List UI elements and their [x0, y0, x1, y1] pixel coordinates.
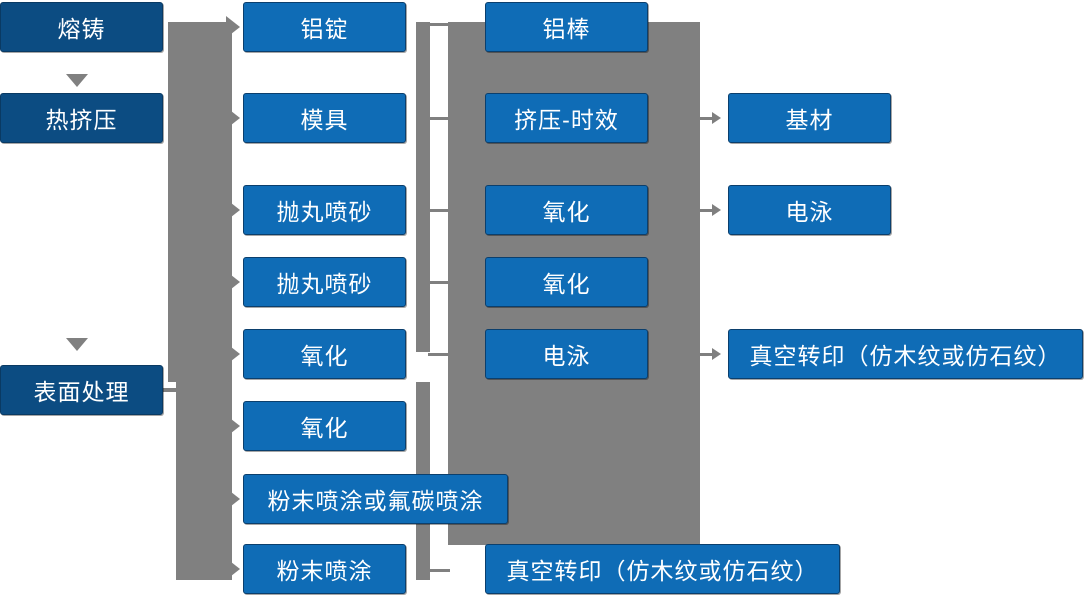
input-box-mold[interactable]: 模具	[243, 93, 406, 143]
output-box-vacuum-transfer-print[interactable]: 真空转印（仿木纹或仿石纹）	[728, 329, 1083, 379]
input-box-powder-or-fluorocarbon-coating[interactable]: 粉末喷涂或氟碳喷涂	[243, 474, 508, 524]
arrow-to-base-material	[700, 112, 721, 124]
connector-arrow-to-shot-blast-2	[226, 271, 240, 293]
arrow-head-icon	[712, 112, 721, 124]
process-box-electrophoresis[interactable]: 电泳	[485, 329, 648, 379]
arrow-to-electrophoresis	[700, 204, 721, 216]
connector-stub-surface-treatment	[160, 388, 180, 392]
connector-arrow-to-oxidation-1	[226, 343, 240, 365]
input-box-aluminum-ingot[interactable]: 铝锭	[243, 2, 406, 52]
input-box-oxidation-2[interactable]: 氧化	[243, 401, 406, 451]
arrow-shaft	[700, 208, 712, 212]
connector-arrow-to-oxidation-2	[226, 415, 240, 437]
connector-arrow-to-mold	[226, 107, 240, 129]
connector-tick-3	[428, 209, 450, 212]
connector-band-left-lower	[176, 382, 232, 580]
stage-box-surface-treatment[interactable]: 表面处理	[0, 365, 163, 415]
connector-tick-4	[428, 281, 450, 284]
connector-arrow-to-aluminum-ingot	[226, 16, 240, 38]
input-box-powder-coating[interactable]: 粉末喷涂	[243, 544, 406, 594]
input-box-shot-blast-1[interactable]: 抛丸喷砂	[243, 185, 406, 235]
process-box-vacuum-transfer-print[interactable]: 真空转印（仿木纹或仿石纹）	[485, 544, 840, 594]
stage-box-hot-extrusion[interactable]: 热挤压	[0, 93, 163, 143]
connector-tick-5	[428, 353, 450, 356]
connector-rail-inner	[416, 22, 430, 352]
connector-tick-6	[428, 569, 450, 572]
stage-box-melting-casting[interactable]: 熔铸	[0, 2, 163, 52]
process-box-oxidation-2[interactable]: 氧化	[485, 257, 648, 307]
connector-band-left	[168, 22, 232, 382]
process-box-aluminum-bar[interactable]: 铝棒	[485, 2, 648, 52]
connector-arrow-down-surface-treatment	[66, 338, 88, 351]
process-box-oxidation-1[interactable]: 氧化	[485, 185, 648, 235]
arrow-head-icon	[712, 204, 721, 216]
connector-tick-2	[428, 117, 450, 120]
output-box-electrophoresis[interactable]: 电泳	[728, 185, 891, 235]
connector-arrow-to-powder-or-fluorocarbon-coating	[226, 488, 240, 510]
output-box-base-material[interactable]: 基材	[728, 93, 891, 143]
connector-arrow-down-hot-extrusion	[66, 74, 88, 87]
arrow-head-icon	[712, 348, 721, 360]
input-box-shot-blast-2[interactable]: 抛丸喷砂	[243, 257, 406, 307]
connector-arrow-to-shot-blast-1	[226, 199, 240, 221]
arrow-shaft	[700, 116, 712, 120]
input-box-oxidation-1[interactable]: 氧化	[243, 329, 406, 379]
connector-arrow-to-powder-coating	[226, 558, 240, 580]
arrow-shaft	[700, 352, 712, 356]
process-box-extrusion-aging[interactable]: 挤压-时效	[485, 93, 648, 143]
arrow-to-vacuum-transfer-print	[700, 348, 721, 360]
connector-tick-1	[428, 23, 450, 26]
